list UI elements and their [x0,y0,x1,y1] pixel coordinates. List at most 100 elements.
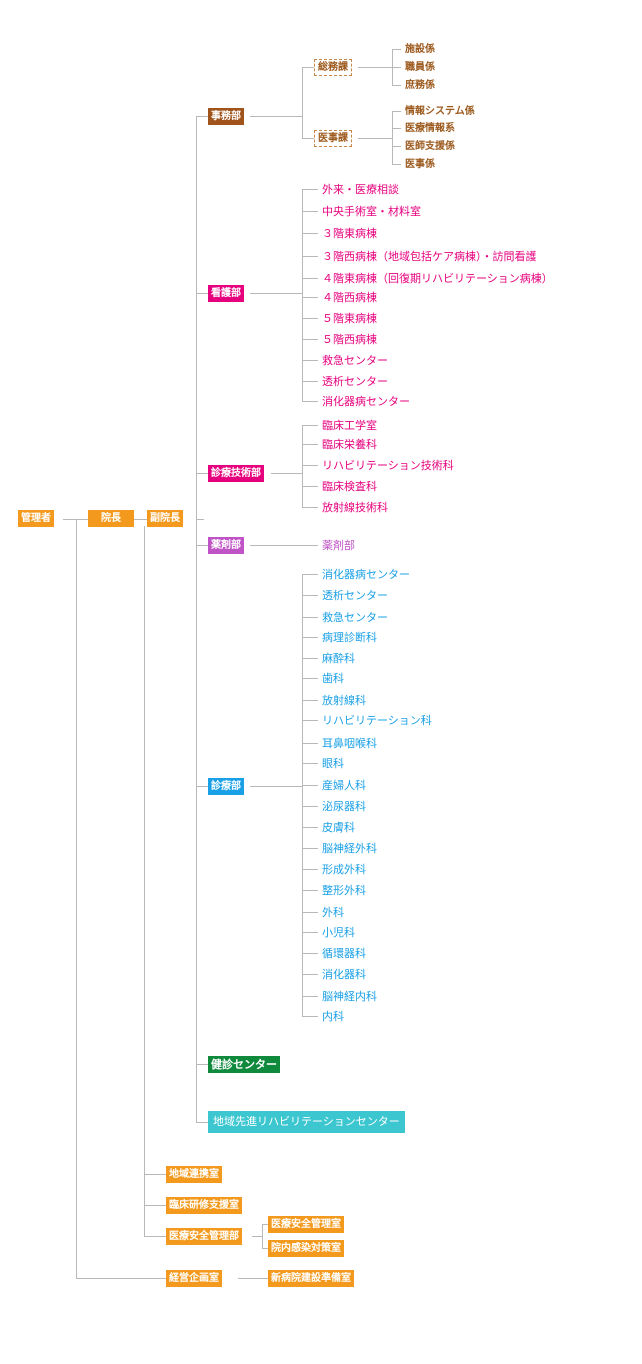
connector [302,339,318,340]
list-item: 産婦人科 [322,779,366,792]
list-item: 薬剤部 [322,539,355,552]
list-item: 中央手術室・材料室 [322,205,421,218]
vice-director-box: 副院長 [147,510,183,527]
connector [302,974,318,975]
connector [196,116,197,1123]
kenshin-box: 健診センター [208,1056,280,1073]
connector [262,1248,268,1249]
anzen-room-box: 医療安全管理室 [268,1216,344,1233]
list-item: 施設係 [405,44,435,55]
connector [302,720,318,721]
list-item: 医事係 [405,159,435,170]
list-item: 職員係 [405,62,435,73]
keiei-box: 経営企画室 [166,1270,222,1287]
connector [302,211,318,212]
connector [302,507,318,508]
connector [252,1236,262,1237]
connector [302,785,318,786]
connector [302,465,318,466]
connector [302,444,318,445]
connector [144,526,145,1236]
list-item: 医療情報系 [405,123,455,134]
list-item: 庶務係 [405,80,435,91]
renkei-box: 地域連携室 [166,1166,222,1183]
connector [144,1174,166,1175]
connector [302,189,318,190]
list-item: 外来・医療相談 [322,183,399,196]
connector [302,953,318,954]
connector [302,743,318,744]
connector [302,932,318,933]
connector [134,519,147,520]
connector [262,1224,268,1225]
connector [271,473,302,474]
kango-box: 看護部 [208,285,244,302]
list-item: ４階東病棟（回復期リハビリテーション病棟） [322,272,553,285]
connector [302,869,318,870]
list-item: 整形外科 [322,884,366,897]
list-item: リハビリテーション科 [322,714,432,727]
connector [302,138,314,139]
list-item: 消化器科 [322,968,366,981]
list-item: 放射線科 [322,694,366,707]
connector [144,1205,166,1206]
connector [302,890,318,891]
list-item: 小児科 [322,926,355,939]
list-item: ４階西病棟 [322,291,377,304]
connector [302,637,318,638]
list-item: 透析センター [322,375,388,388]
connector [196,116,208,117]
list-item: 情報システム係 [405,106,475,117]
list-item: 救急センター [322,611,388,624]
connector [76,1278,166,1279]
connector [392,67,401,68]
list-item: 形成外科 [322,863,366,876]
connector [302,848,318,849]
list-item: 眼科 [322,757,344,770]
list-item: リハビリテーション技術科 [322,459,454,472]
list-item: 臨床栄養科 [322,438,377,451]
list-item: 循環器科 [322,947,366,960]
connector [250,786,302,787]
connector [196,545,208,546]
rehab-center-box: 地域先進リハビリテーションセンター [208,1111,405,1133]
connector [302,233,318,234]
connector [302,806,318,807]
list-item: 泌尿器科 [322,800,366,813]
gijutsu-box: 診療技術部 [208,465,264,482]
connector [302,256,318,257]
connector [196,519,204,520]
connector [302,486,318,487]
connector [302,278,318,279]
soumu-box: 総務課 [314,59,352,76]
connector [196,1122,208,1123]
connector [316,545,318,546]
connector [250,116,302,117]
connector [302,425,318,426]
connector [76,519,77,1279]
connector [392,146,401,147]
connector [392,164,401,165]
connector [392,111,393,165]
connector [250,545,316,546]
list-item: ３階西病棟（地域包括ケア病棟）・訪問看護 [322,250,537,263]
connector [302,189,303,402]
list-item: 放射線技術科 [322,501,388,514]
connector [302,360,318,361]
iji-box: 医事課 [314,130,352,147]
connector [358,138,392,139]
connector [302,595,318,596]
jimu-box: 事務部 [208,108,244,125]
connector [302,574,318,575]
list-item: 病理診断科 [322,631,377,644]
list-item: 内科 [322,1010,344,1023]
yakuzai-box: 薬剤部 [208,537,244,554]
list-item: 透析センター [322,589,388,602]
connector [250,293,302,294]
anzen-box: 医療安全管理部 [166,1228,242,1245]
connector [302,425,303,508]
connector [262,1224,263,1249]
connector [302,381,318,382]
connector [196,293,208,294]
